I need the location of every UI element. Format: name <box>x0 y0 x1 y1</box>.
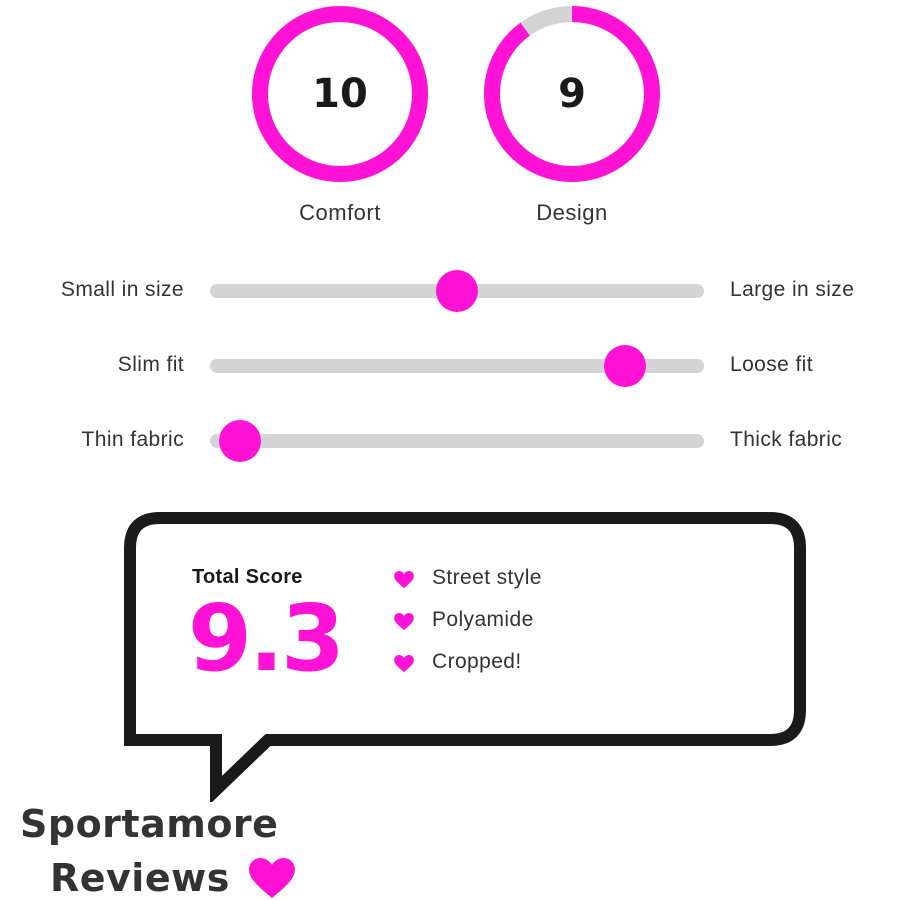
feature-label: Street style <box>432 566 542 589</box>
comfort-ring-progress <box>252 6 428 182</box>
fit-slider-right-label: Loose fit <box>730 353 813 376</box>
brand-subtitle: Reviews <box>50 856 230 900</box>
design-ring-progress <box>484 6 660 182</box>
total-score-speech-bubble <box>124 512 806 802</box>
size-slider-thumb[interactable] <box>436 270 478 312</box>
comfort-label: Comfort <box>299 200 381 225</box>
fabric-slider-left-label: Thin fabric <box>81 428 184 451</box>
fit-slider-left-label: Slim fit <box>117 353 184 376</box>
heart-icon <box>394 571 414 589</box>
speech-bubble-outline <box>124 512 806 802</box>
size-slider-right-label: Large in size <box>730 278 855 301</box>
size-slider-track[interactable] <box>210 270 704 312</box>
total-score-title: Total Score <box>192 566 303 588</box>
heart-icon <box>249 858 295 899</box>
total-score-value: 9.3 <box>188 585 345 692</box>
comfort-rating-ring: 10 <box>248 2 432 186</box>
design-label: Design <box>536 200 608 225</box>
comfort-score-value: 10 <box>312 71 368 117</box>
feature-label: Polyamide <box>432 608 534 631</box>
heart-icon <box>394 655 414 673</box>
fit-slider-thumb[interactable] <box>603 345 646 387</box>
design-ring-graphic <box>484 6 660 182</box>
fabric-slider-right-label: Thick fabric <box>730 428 843 451</box>
design-score-value: 9 <box>558 71 586 117</box>
comfort-ring-graphic <box>252 6 428 182</box>
fit-slider-row: Slim fit Loose fit <box>0 341 900 391</box>
brand-name: Sportamore <box>20 802 279 846</box>
size-slider-row: Small in size Large in size <box>0 266 900 316</box>
heart-icon <box>394 613 414 631</box>
fabric-slider-row: Thin fabric Thick fabric <box>0 416 900 466</box>
size-slider-left-label: Small in size <box>60 278 184 301</box>
fabric-slider-track[interactable] <box>210 420 704 462</box>
fit-slider-track[interactable] <box>210 345 704 387</box>
feature-label: Cropped! <box>432 650 522 673</box>
fabric-slider-thumb[interactable] <box>218 420 261 462</box>
design-rating-ring: 9 <box>480 2 664 186</box>
